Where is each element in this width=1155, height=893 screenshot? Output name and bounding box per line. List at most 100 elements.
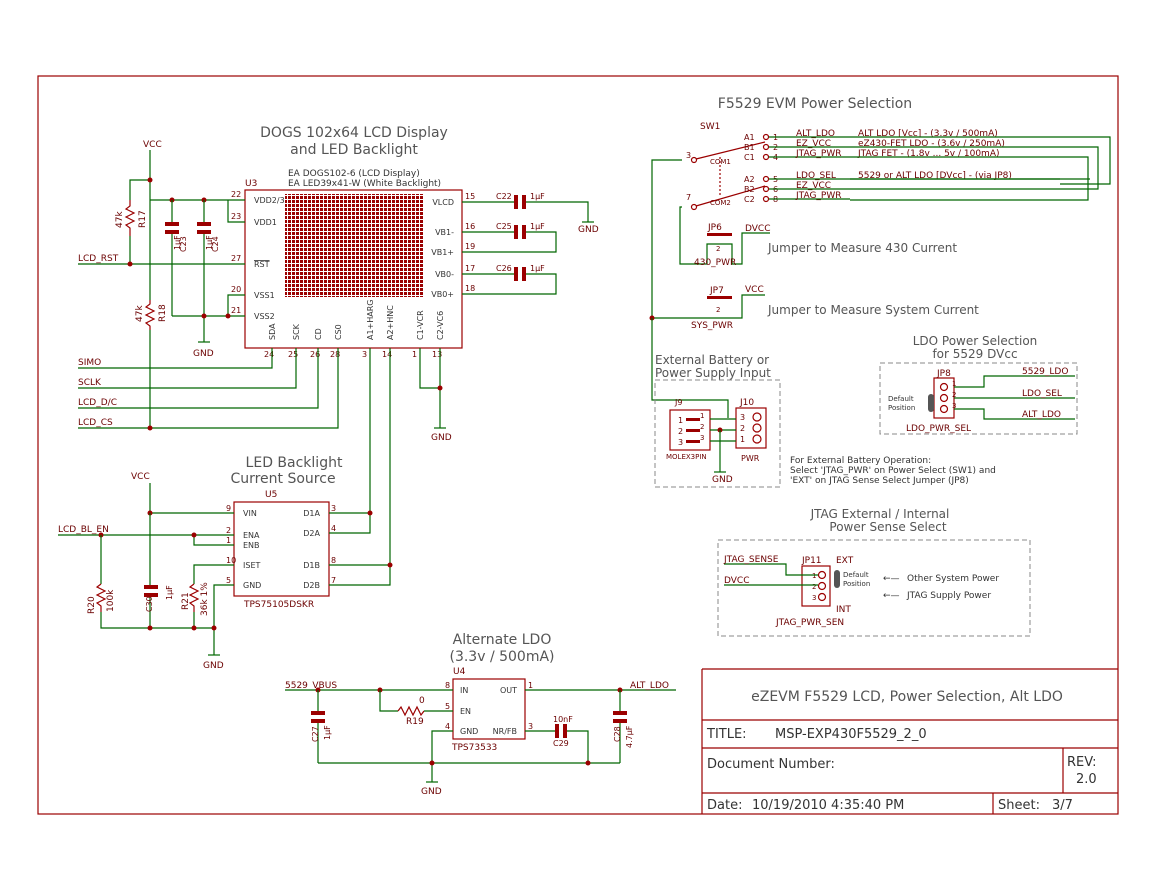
- gnd-label-c22: GND: [578, 225, 599, 235]
- svg-text:1µF: 1µF: [530, 264, 545, 273]
- u5-pin-num: 5: [226, 576, 231, 585]
- rev-value: 2.0: [1076, 772, 1097, 787]
- ldo-sel-net: LDO_SEL: [1022, 389, 1062, 399]
- u5-ref: U5: [265, 490, 277, 500]
- svg-text:36k 1%: 36k 1%: [200, 582, 210, 616]
- u5-pin-name: ISET: [243, 561, 260, 570]
- sw1-contact: [762, 153, 770, 161]
- sw1-contact-desc: ALT LDO [Vcc] - (3.3v / 500mA): [858, 129, 998, 139]
- svg-text:C30: C30: [145, 596, 154, 612]
- lcd-section-subtitle: and LED Backlight: [290, 142, 418, 158]
- svg-text:INT: INT: [836, 605, 851, 615]
- svg-text:100k: 100k: [106, 589, 116, 612]
- svg-text:47k: 47k: [135, 305, 145, 322]
- lcd-pin-num: 27: [231, 254, 241, 263]
- u4-pin-name: IN: [460, 686, 468, 695]
- svg-text:Position: Position: [888, 404, 915, 412]
- svg-text:2: 2: [700, 423, 704, 431]
- svg-text:C24: C24: [211, 236, 220, 252]
- lcd-section-title: DOGS 102x64 LCD Display: [260, 125, 448, 141]
- lcd-part-line-2: EA LED39x41-W (White Backlight): [288, 179, 441, 189]
- svg-text:EXT: EXT: [836, 556, 854, 566]
- sw1-ref: SW1: [700, 122, 720, 132]
- vcc-label-u5: VCC: [131, 472, 150, 482]
- ext-batt-title: External Battery or: [655, 353, 769, 367]
- sw1-contact-desc: 5529 or ALT LDO [DVcc] - (via JP8): [858, 171, 1012, 181]
- u4-body: [452, 678, 526, 740]
- lcd-pin-name: VSS2: [254, 312, 275, 321]
- u5-pin-num: 9: [226, 504, 231, 513]
- u5-pin-num: 10: [226, 556, 236, 565]
- svg-text:4.7µF: 4.7µF: [625, 725, 634, 748]
- svg-text:1: 1: [700, 412, 704, 420]
- alt-ldo-subtitle: (3.3v / 500mA): [449, 649, 554, 665]
- lcd-pin-name: A2+HNC: [386, 305, 395, 340]
- sw1-contact: [762, 185, 770, 193]
- lcd-pin-num: 23: [231, 212, 241, 221]
- vcc-net-jp7: VCC: [745, 285, 764, 295]
- lcd-pin-name: VB0-: [435, 270, 454, 279]
- lcd-cs-net: LCD_CS: [78, 418, 113, 428]
- capacitor-c26: C26 1µF: [462, 264, 557, 295]
- svg-text:LDO_PWR_SEL: LDO_PWR_SEL: [906, 424, 971, 434]
- sw1-alt-loop: [1060, 136, 1111, 185]
- gnd-label-batt: GND: [712, 475, 733, 485]
- title-block: eZEVM F5529 LCD, Power Selection, Alt LD…: [701, 668, 1118, 814]
- connector-j10: J10 3 2 1 PWR: [735, 398, 767, 463]
- svg-text:2: 2: [716, 245, 720, 253]
- u5-pin-name: ENB: [243, 541, 260, 550]
- sclk-net: SCLK: [78, 378, 102, 388]
- svg-text:R19: R19: [406, 717, 424, 727]
- svg-text:1: 1: [678, 416, 683, 425]
- sheet-label: Sheet:: [998, 798, 1040, 813]
- date-label: Date:: [707, 798, 742, 813]
- sw1-ez-loop: [850, 146, 1099, 190]
- u5-pin-num: 7: [331, 576, 336, 585]
- sheet-value: 3/7: [1052, 798, 1073, 813]
- lcd-dc-net: LCD_D/C: [78, 398, 117, 408]
- ext-batt-note-1: For External Battery Operation:: [790, 456, 931, 466]
- u5-pin-name: D2B: [303, 581, 320, 590]
- lcd-pin-num: 15: [465, 192, 475, 201]
- svg-text:1µF: 1µF: [165, 585, 174, 600]
- gnd-label-lcd-right: GND: [431, 433, 452, 443]
- alt-ldo-net-jp8: ALT_LDO: [1022, 410, 1061, 420]
- lcd-pin-name: A1+HARG: [366, 299, 375, 340]
- sw1-contact-net: JTAG_PWR: [795, 149, 842, 159]
- lcd-pin-num: 22: [231, 190, 241, 199]
- lcd-pin-num: 1: [412, 350, 417, 359]
- sw1-contact: [762, 143, 770, 151]
- lcd-pin-name: CS0: [334, 324, 343, 340]
- other-power-arrow: ←—: [883, 574, 900, 584]
- lcd-pin-name: CD: [314, 328, 323, 340]
- ldo-sel-subtitle: for 5529 DVcc: [932, 347, 1017, 361]
- ldo-5529-net: 5529_LDO: [1022, 367, 1068, 377]
- sw1-com1-contact: [690, 156, 698, 164]
- dvcc-net-jp6: DVCC: [745, 224, 771, 234]
- vcc-label-top: VCC: [143, 140, 162, 150]
- svg-text:2: 2: [812, 583, 816, 591]
- simo-net: SIMO: [78, 358, 101, 368]
- svg-text:JP8: JP8: [936, 369, 951, 379]
- lcd-pin-name: VB1+: [431, 248, 454, 257]
- jumper-jp6: JP6 2 430_PWR: [694, 223, 770, 268]
- jtag-sense-box: [717, 539, 1031, 637]
- svg-text:1µF: 1µF: [323, 725, 332, 740]
- jtag-supply-arrow: ←—: [883, 591, 900, 601]
- svg-text:2: 2: [678, 427, 683, 436]
- svg-text:JP6: JP6: [707, 223, 722, 233]
- sw1-com2-pin: 7: [686, 193, 691, 202]
- lcd-bottom-pins: 24SDA25SCK26CD28CS03A1+HARG14A2+HNC1C1-V…: [264, 299, 445, 359]
- svg-text:10nF: 10nF: [553, 715, 573, 724]
- sw1-lever-1: [695, 141, 766, 160]
- jtag-supply-power-note: JTAG Supply Power: [906, 591, 991, 601]
- sheet-border: [37, 75, 1119, 815]
- svg-text:Default: Default: [888, 395, 914, 403]
- jumper-jp8: JP8 1 2 3 Default Position LDO_PWR_SEL: [888, 369, 971, 434]
- resistor-r20: R20 100k: [87, 535, 116, 614]
- lcd-pixel-matrix: [285, 194, 423, 297]
- u4-pin-num: 4: [445, 722, 450, 731]
